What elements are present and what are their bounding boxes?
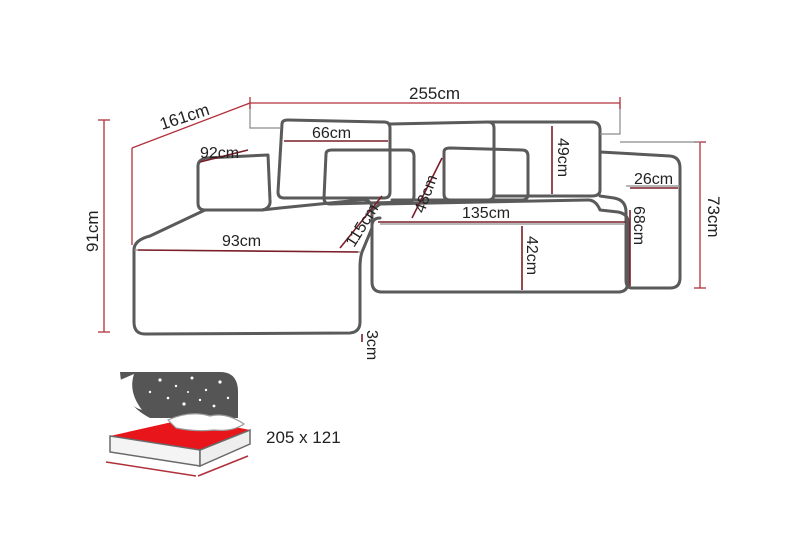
back-frame-left bbox=[249, 103, 280, 129]
chaise-body bbox=[132, 198, 374, 336]
label-chaise-seat-width: 93cm bbox=[222, 233, 261, 250]
label-seat-width: 135cm bbox=[462, 205, 510, 222]
label-cushion-height: 49cm bbox=[554, 138, 571, 177]
dim-line-chaise-length bbox=[339, 195, 383, 249]
night-sky-icon bbox=[120, 372, 238, 418]
bed-dim-line-icon bbox=[197, 455, 249, 477]
label-seat-height: 42cm bbox=[523, 236, 540, 275]
sleeping-function-icon: 205 x 121 bbox=[105, 372, 341, 477]
dim-line-chaise-seat bbox=[137, 249, 359, 253]
label-total-width: 255cm bbox=[409, 84, 460, 103]
dim-line-total-depth bbox=[131, 102, 251, 149]
label-total-depth: 161cm bbox=[157, 100, 211, 134]
dimension-labels: 255cm 161cm 91cm 73cm 92cm 66cm 49cm 26c… bbox=[83, 84, 723, 360]
dim-line-seat-depth bbox=[411, 157, 443, 219]
main-seat bbox=[370, 198, 630, 294]
label-arm-height: 68cm bbox=[630, 206, 647, 245]
label-chaise-arm-width: 92cm bbox=[200, 145, 239, 162]
back-pillow-left bbox=[276, 118, 392, 200]
label-height-left: 91cm bbox=[83, 210, 102, 252]
back-pillow-middle bbox=[388, 120, 496, 202]
label-seat-depth: 48cm bbox=[412, 173, 441, 216]
stars-icon bbox=[148, 376, 230, 408]
chaise-arm bbox=[196, 153, 272, 212]
sofa-outline bbox=[132, 103, 682, 336]
moon-icon bbox=[120, 374, 142, 410]
decor-cushion-right bbox=[442, 146, 530, 202]
dimension-lines bbox=[98, 97, 706, 342]
bed-side-icon bbox=[199, 428, 251, 468]
bed-size-label: 205 x 121 bbox=[266, 428, 341, 447]
label-height-right: 73cm bbox=[704, 196, 723, 238]
pillow-icon bbox=[166, 413, 246, 432]
back-frame-right bbox=[600, 104, 621, 135]
label-cushion-width: 66cm bbox=[312, 125, 351, 142]
label-right-arm-width: 26cm bbox=[634, 171, 673, 188]
label-chaise-length: 115cm bbox=[343, 201, 382, 250]
decor-cushion-left bbox=[322, 148, 416, 206]
dim-line-chaise-arm bbox=[199, 149, 249, 163]
label-leg-height: 3cm bbox=[363, 330, 380, 360]
bed-dim-line-icon bbox=[105, 461, 197, 477]
back-pillow-right bbox=[488, 120, 602, 198]
right-arm bbox=[598, 150, 682, 290]
